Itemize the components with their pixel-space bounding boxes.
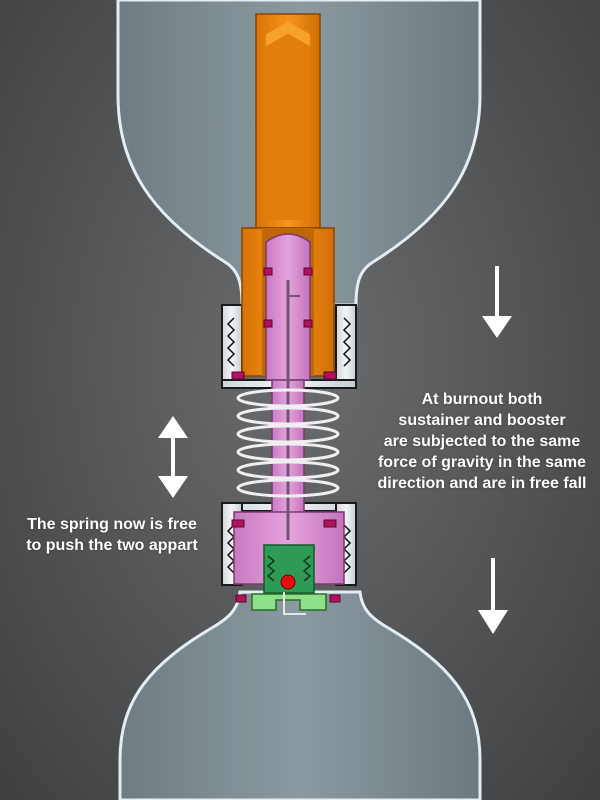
free-fall-line-3: are subjected to the same (383, 433, 581, 450)
spring-line-2: to push the two appart (26, 537, 198, 554)
o-ring-seals (231, 267, 341, 603)
spring-push-double-arrow-icon (158, 416, 188, 498)
compression-spring (236, 388, 340, 498)
free-fall-annotation: At burnout both sustainer and booster ar… (368, 389, 596, 494)
gravity-arrow-lower-icon (478, 558, 508, 634)
spring-annotation: The spring now is free to push the two a… (8, 514, 216, 556)
free-fall-line-5: direction and are in free fall (377, 475, 587, 492)
free-fall-line-2: sustainer and booster (398, 412, 566, 429)
gravity-arrow-upper-icon (482, 266, 512, 338)
free-fall-line-1: At burnout both (421, 391, 543, 408)
free-fall-line-4: force of gravity in the same (377, 454, 587, 471)
lower-body-tube (118, 590, 482, 800)
ejection-cap (251, 544, 327, 615)
spring-line-1: The spring now is free (27, 516, 197, 533)
